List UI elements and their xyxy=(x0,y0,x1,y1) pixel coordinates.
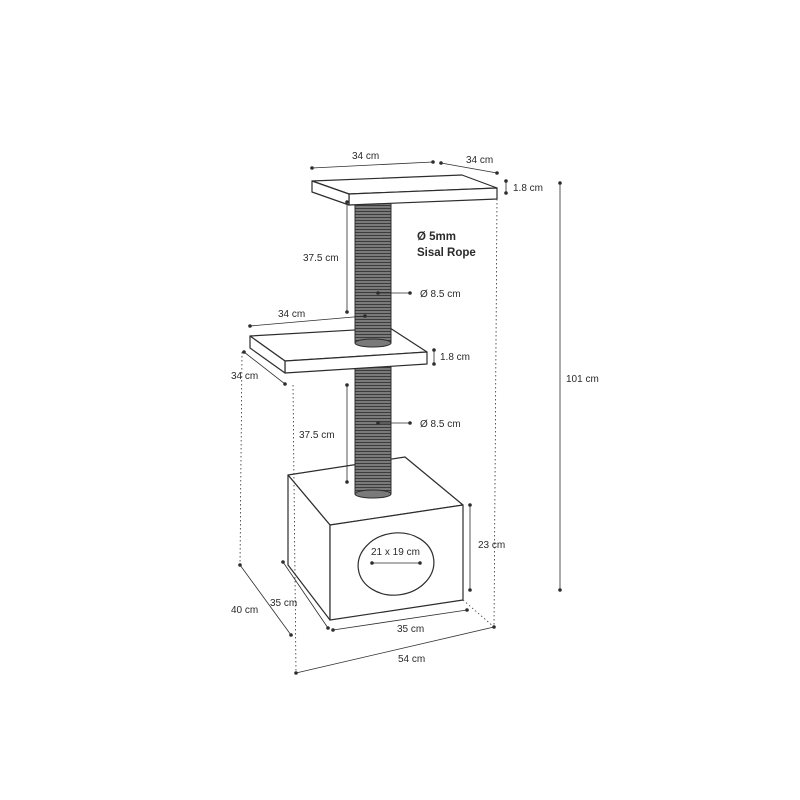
lower-post-height-label: 37.5 cm xyxy=(299,430,335,441)
entrance-size-label: 21 x 19 cm xyxy=(371,547,420,558)
top-thickness-label: 1.8 cm xyxy=(513,183,543,194)
mid-platform-side xyxy=(249,335,286,374)
dimension-lines xyxy=(238,160,562,675)
top-depth-label: 34 cm xyxy=(466,155,493,166)
lower-post-diameter-label: Ø 8.5 cm xyxy=(420,419,461,430)
mid-width-label: 34 cm xyxy=(278,309,305,320)
guide-lines xyxy=(239,198,498,674)
box-height-label: 23 cm xyxy=(478,540,505,551)
labels: Ø 5mm Sisal Rope 34 cm 34 cm 1.8 cm 37.5… xyxy=(231,151,599,665)
top-platform xyxy=(311,174,498,206)
base-box xyxy=(287,456,464,621)
top-platform-side xyxy=(311,180,350,206)
rope-label-line2: Sisal Rope xyxy=(417,247,476,259)
mid-depth-label: 34 cm xyxy=(231,371,258,382)
upper-post xyxy=(354,195,392,348)
base-width-label: 54 cm xyxy=(398,654,425,665)
total-height-label: 101 cm xyxy=(566,374,599,385)
box-depth-label: 35 cm xyxy=(270,598,297,609)
box-width-label: 35 cm xyxy=(397,624,424,635)
box-entrance-hole xyxy=(357,532,435,596)
mid-thickness-label: 1.8 cm xyxy=(440,352,470,363)
base-depth-label: 40 cm xyxy=(231,605,258,616)
rope-label-line1: Ø 5mm xyxy=(417,231,456,243)
upper-post-height-label: 37.5 cm xyxy=(303,253,339,264)
top-width-label: 34 cm xyxy=(352,151,379,162)
upper-post-diameter-label: Ø 8.5 cm xyxy=(420,289,461,300)
middle-platform xyxy=(249,327,428,374)
lower-post xyxy=(354,361,392,499)
